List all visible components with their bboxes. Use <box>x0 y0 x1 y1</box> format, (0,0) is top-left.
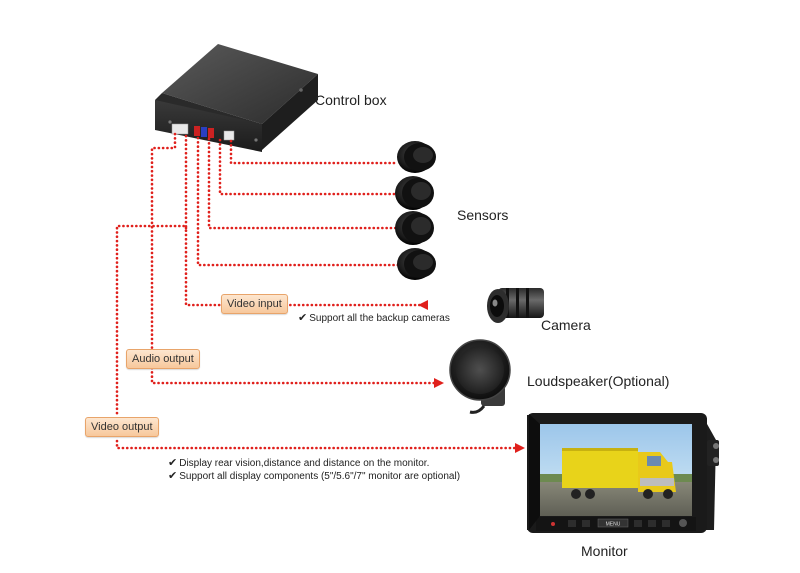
arrow-camera <box>418 300 428 310</box>
loudspeaker-image <box>449 339 511 414</box>
camera-note-text: Support all the backup cameras <box>309 313 450 324</box>
sensor-wire-4 <box>196 136 400 267</box>
camera-image <box>487 288 544 323</box>
video-output-tag: Video output <box>85 417 159 437</box>
loudspeaker-label: Loudspeaker(Optional) <box>527 373 670 389</box>
video-input-wire <box>184 134 224 307</box>
video-output-wire <box>115 224 188 418</box>
sensor-2 <box>395 176 434 210</box>
sensor-4 <box>397 248 436 280</box>
check-icon: ✔ <box>298 312 308 324</box>
check-icon: ✔ <box>168 457 178 469</box>
sensor-wire-1 <box>229 139 398 165</box>
monitor-wire <box>115 439 518 450</box>
monitor-image <box>527 413 719 533</box>
arrow-speaker <box>434 378 444 388</box>
audio-output-wire <box>150 132 177 352</box>
sensor-3 <box>395 211 434 245</box>
video-input-tag: Video input <box>221 294 288 314</box>
speaker-wire <box>150 366 438 385</box>
check-icon: ✔ <box>168 470 178 482</box>
camera-note: ✔Support all the backup cameras <box>298 312 450 325</box>
arrowheads <box>418 300 525 453</box>
arrow-monitor <box>515 443 525 453</box>
monitor-note-2-text: Support all display components (5"/5.6"/… <box>179 471 461 482</box>
sensors-label: Sensors <box>457 207 509 223</box>
monitor-note-1-text: Display rear vision,distance and distanc… <box>179 458 430 469</box>
truck-trailer <box>562 448 638 488</box>
control-box-label: Control box <box>315 92 387 108</box>
camera-label: Camera <box>541 317 591 333</box>
monitor-note-1: ✔Display rear vision,distance and distan… <box>168 457 429 470</box>
sensor-1 <box>397 141 436 173</box>
monitor-note-2: ✔Support all display components (5"/5.6"… <box>168 470 460 483</box>
audio-output-tag: Audio output <box>126 349 200 369</box>
wiring <box>115 132 518 450</box>
sensor-wire-3 <box>207 137 398 230</box>
sensor-wire-2 <box>218 138 398 196</box>
monitor-label: Monitor <box>581 543 628 559</box>
control-box-image <box>155 44 318 152</box>
monitor-menu-label: MENU <box>606 522 621 528</box>
